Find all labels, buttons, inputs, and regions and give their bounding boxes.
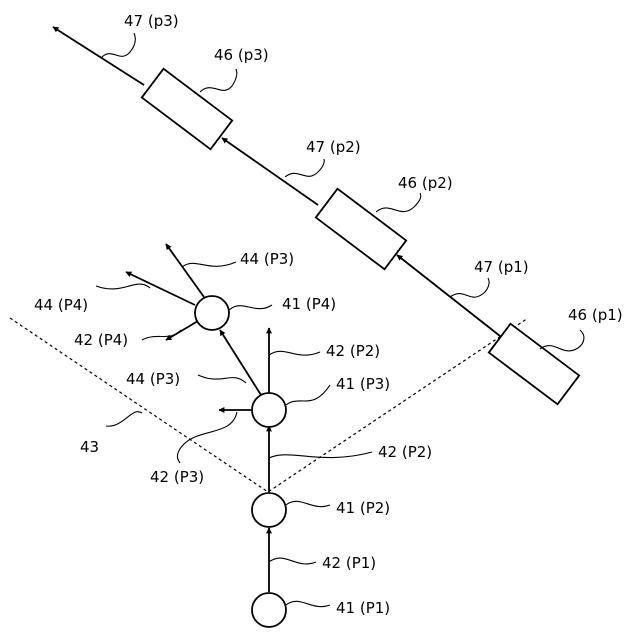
label-41-p3: 41 (P3) [336, 375, 390, 393]
leader-42-p4 [142, 330, 181, 340]
label-42-p4: 42 (P4) [74, 331, 128, 349]
leader-47-p1 [450, 278, 489, 297]
leader-44-p4 [96, 284, 150, 289]
label-47-p3: 47 (p3) [124, 12, 179, 30]
label-46-p3: 46 (p3) [214, 46, 269, 64]
label-46-p1: 46 (p1) [568, 306, 623, 324]
box-46-p2 [316, 189, 406, 270]
label-41-p4: 41 (P4) [282, 295, 336, 313]
label-42-p1: 42 (P1) [322, 554, 376, 572]
node-41-p4 [195, 296, 229, 330]
leader-41-p3 [286, 385, 330, 405]
leader-44-p3-lower [198, 375, 246, 383]
vector-42-p4 [166, 321, 198, 340]
leader-46-p3 [200, 69, 237, 92]
label-47-p1: 47 (p1) [474, 258, 529, 276]
node-41-p3 [252, 393, 286, 427]
node-41-p2 [252, 493, 286, 527]
label-43: 43 [80, 438, 99, 456]
label-42-p2-lower: 42 (P2) [378, 443, 432, 461]
leader-47-p2 [285, 159, 324, 177]
vector-44-p4 [126, 272, 195, 305]
label-44-p3-lower: 44 (P3) [126, 370, 180, 388]
leader-46-p2 [376, 193, 421, 212]
vector-47-p2 [222, 138, 318, 205]
leader-46-p1 [540, 330, 584, 351]
leader-42-p2-lower [269, 452, 372, 458]
vector-44-p3-lower [220, 330, 261, 395]
label-44-p3-upper: 44 (P3) [240, 250, 294, 268]
leader-41-p4 [229, 305, 272, 310]
vector-44-p3-upper [166, 244, 204, 297]
leader-47-p3 [101, 33, 135, 58]
label-42-p3: 42 (P3) [150, 468, 204, 486]
label-42-p2-upper: 42 (P2) [326, 342, 380, 360]
label-41-p1: 41 (P1) [336, 599, 390, 617]
label-41-p2: 41 (P2) [336, 499, 390, 517]
label-44-p4: 44 (P4) [34, 296, 88, 314]
box-46-p3 [142, 69, 232, 150]
node-41-p1 [252, 593, 286, 627]
vector-47-p3 [53, 27, 144, 85]
leader-42-p2-upper [269, 351, 320, 355]
leader-44-p3-upper [182, 262, 236, 267]
label-46-p2: 46 (p2) [398, 174, 453, 192]
leader-43 [106, 412, 142, 427]
label-47-p2: 47 (p2) [306, 138, 361, 156]
leader-42-p1 [269, 558, 316, 564]
leader-41-p1 [286, 601, 330, 606]
box-46-p1 [489, 324, 579, 405]
leader-41-p2 [286, 501, 330, 506]
